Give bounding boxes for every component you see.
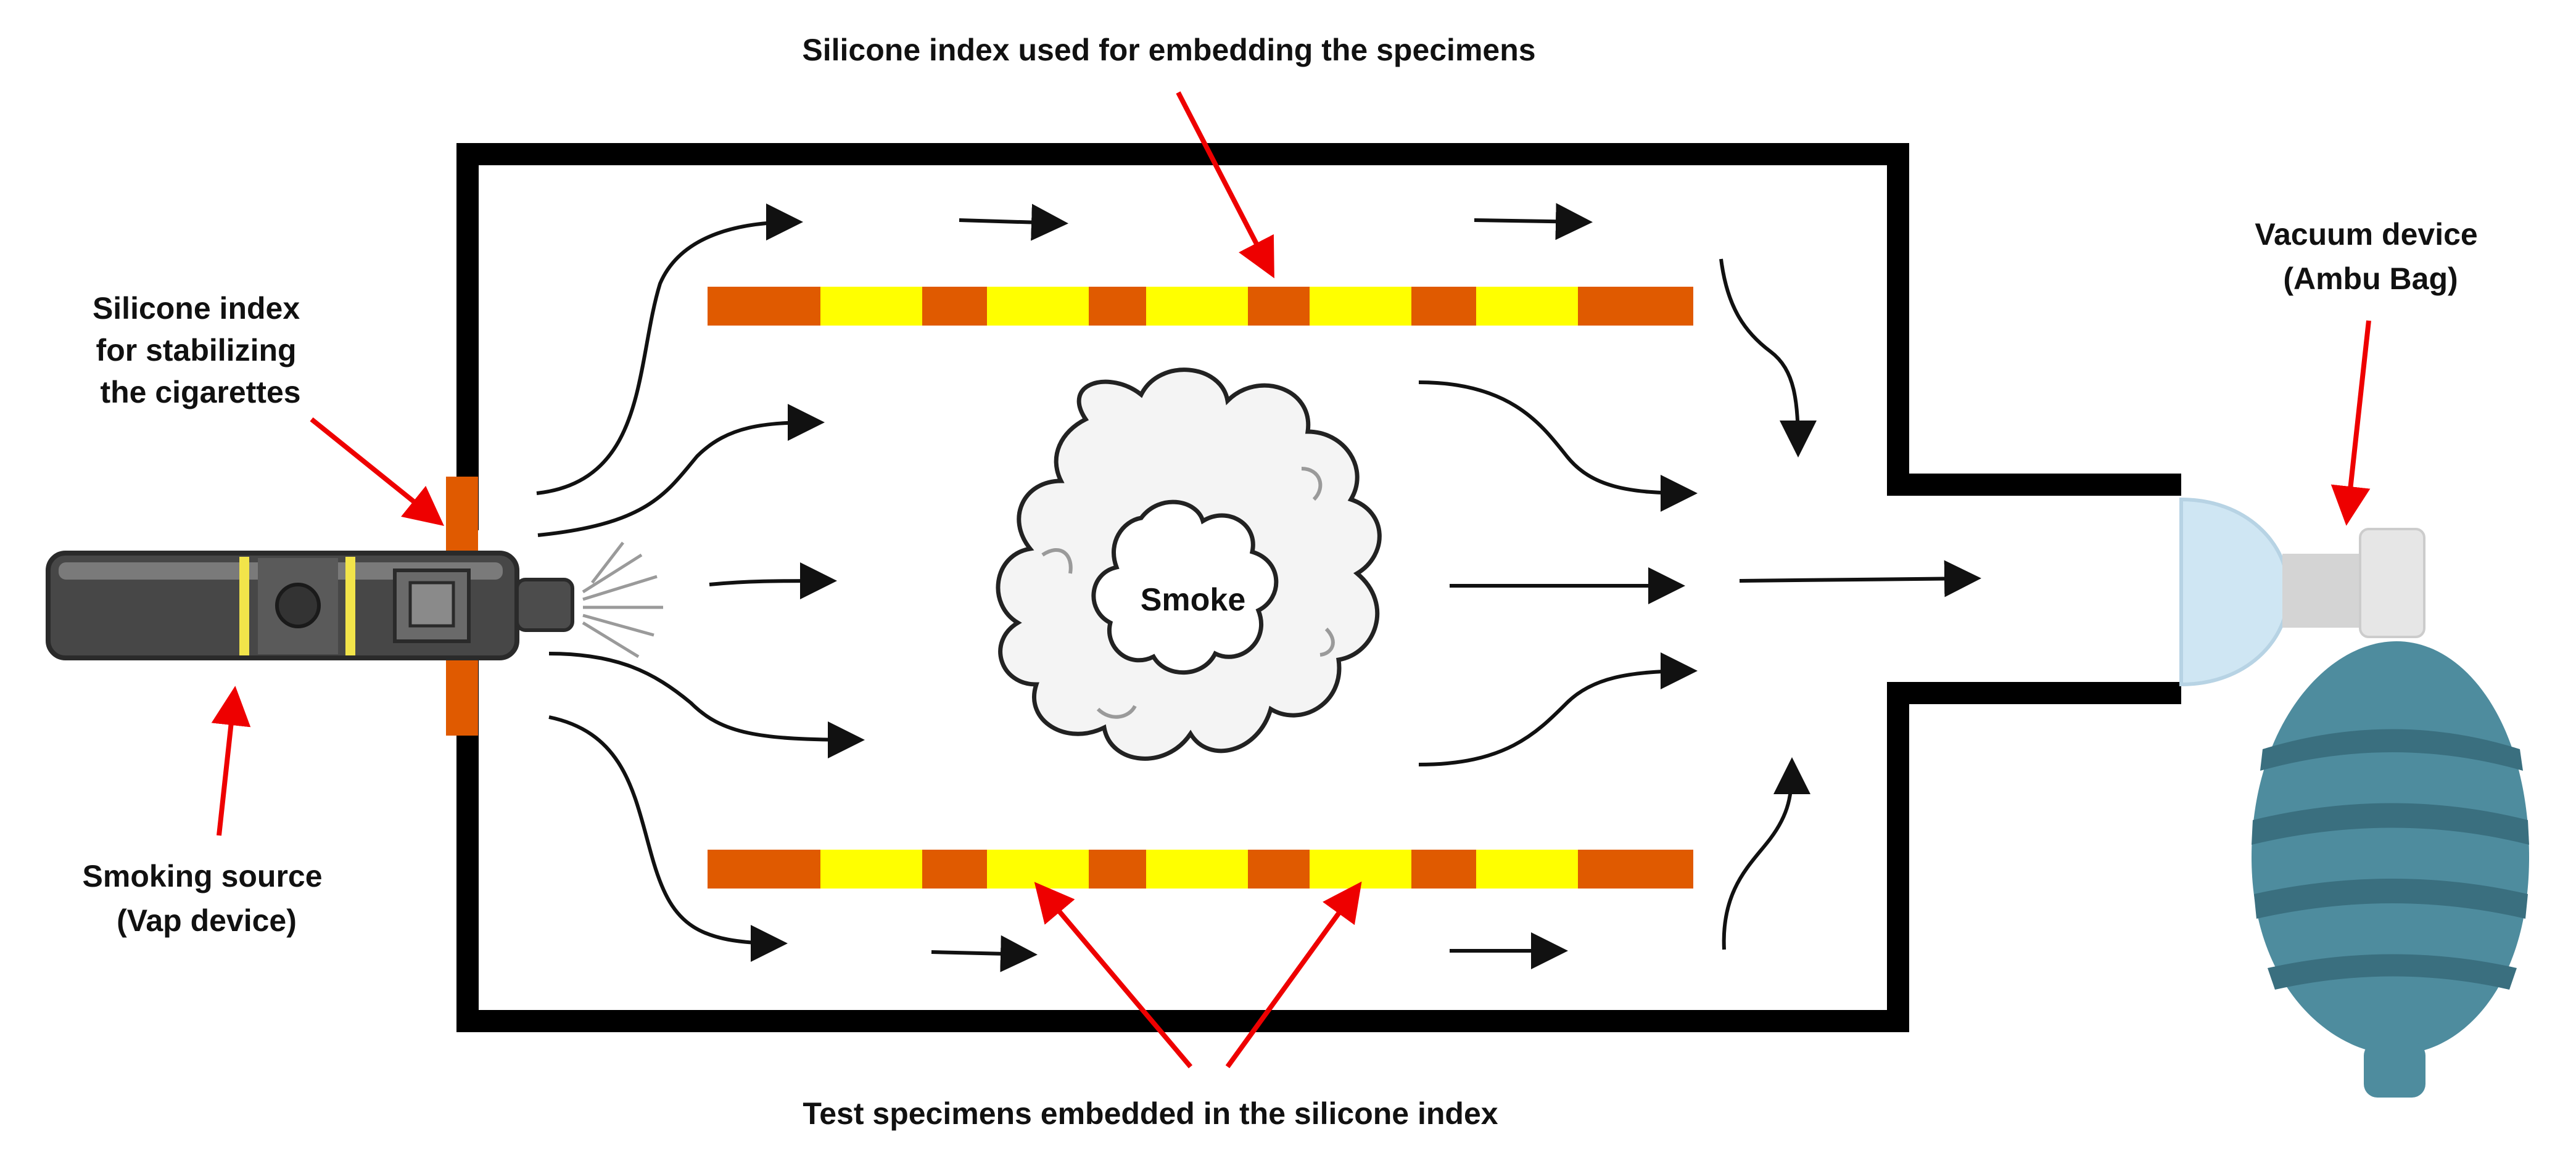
ambu-bag-stripe bbox=[2260, 729, 2523, 771]
flow-arrow bbox=[1722, 757, 1810, 950]
flow-arrow bbox=[1418, 380, 1698, 512]
test-specimen bbox=[1476, 850, 1578, 889]
pointer-arrow-specimen-left bbox=[1034, 882, 1193, 1069]
flow-arrow bbox=[536, 203, 803, 495]
label-test-specimens: Test specimens embedded in the silicone … bbox=[803, 1096, 1498, 1131]
ambu-mask bbox=[2179, 497, 2291, 687]
test-specimen bbox=[820, 850, 922, 889]
vape-device-icon bbox=[46, 541, 663, 660]
ambu-bag-icon bbox=[2179, 497, 2529, 1098]
test-specimen bbox=[1310, 850, 1411, 889]
smoke-label: Smoke bbox=[1141, 582, 1246, 618]
test-specimen bbox=[1146, 850, 1248, 889]
pointer-arrow-stabilizing-index bbox=[310, 417, 444, 527]
smoke-cloud-icon: Smoke bbox=[996, 367, 1382, 761]
ambu-bag-stripe bbox=[2252, 803, 2529, 845]
test-specimen bbox=[1310, 287, 1411, 326]
ambu-bag-stripe bbox=[2268, 954, 2517, 990]
flow-arrow bbox=[1719, 258, 1817, 458]
label-line: Vacuum device bbox=[2255, 217, 2477, 252]
test-specimen bbox=[987, 287, 1089, 326]
bottom-silicone-index bbox=[708, 850, 1693, 889]
flow-arrow bbox=[548, 652, 865, 758]
test-specimen bbox=[1146, 287, 1248, 326]
flow-arrow bbox=[709, 562, 837, 600]
flow-arrow bbox=[1739, 560, 1981, 597]
flow-arrow bbox=[1474, 203, 1593, 240]
label-line: (Ambu Bag) bbox=[2283, 261, 2458, 296]
ambu-connector bbox=[2359, 528, 2425, 638]
label-line: the cigarettes bbox=[100, 375, 300, 409]
test-specimen bbox=[1476, 287, 1578, 326]
flow-arrow bbox=[959, 203, 1068, 241]
top-silicone-index bbox=[708, 287, 1693, 326]
vape-button bbox=[275, 583, 321, 628]
vape-mouthpiece bbox=[515, 578, 574, 632]
label-smoking-source: Smoking source (Vap device) bbox=[83, 859, 331, 938]
chamber-wall bbox=[456, 143, 2181, 496]
ambu-bag-stripe bbox=[2254, 879, 2528, 919]
vapor-lines bbox=[582, 541, 663, 659]
flow-arrow bbox=[548, 715, 788, 962]
pointer-arrows bbox=[211, 91, 2371, 1069]
test-specimen bbox=[987, 850, 1089, 889]
flow-arrow bbox=[1418, 652, 1698, 766]
test-specimen bbox=[820, 287, 922, 326]
label-stabilizing-index: Silicone index for stabilizing the cigar… bbox=[93, 291, 308, 409]
smoke-cloud-inner bbox=[1091, 499, 1279, 675]
vape-stripe bbox=[345, 557, 355, 655]
flow-arrow bbox=[931, 935, 1038, 972]
vape-coil bbox=[408, 581, 455, 628]
ambu-bag-body bbox=[2252, 641, 2529, 1054]
pointer-arrow-top-index bbox=[1176, 91, 1274, 279]
pointer-arrow-specimen-right bbox=[1225, 881, 1362, 1069]
smoke-shading bbox=[1041, 467, 1335, 719]
airflow-arrows bbox=[536, 203, 1981, 972]
vape-stripe bbox=[239, 557, 249, 655]
label-line: for stabilizing bbox=[96, 333, 297, 367]
label-line: Silicone index bbox=[93, 291, 300, 326]
label-top-index: Silicone index used for embedding the sp… bbox=[802, 33, 1535, 67]
pointer-arrow-smoking-source bbox=[211, 686, 251, 836]
label-vacuum-device: Vacuum device (Ambu Bag) bbox=[2255, 217, 2486, 296]
label-line: Smoking source bbox=[83, 859, 323, 893]
ambu-bag-tail bbox=[2364, 1042, 2425, 1098]
flow-arrow bbox=[537, 404, 825, 537]
label-line: (Vap device) bbox=[117, 903, 297, 938]
pointer-arrow-vacuum bbox=[2330, 320, 2371, 526]
